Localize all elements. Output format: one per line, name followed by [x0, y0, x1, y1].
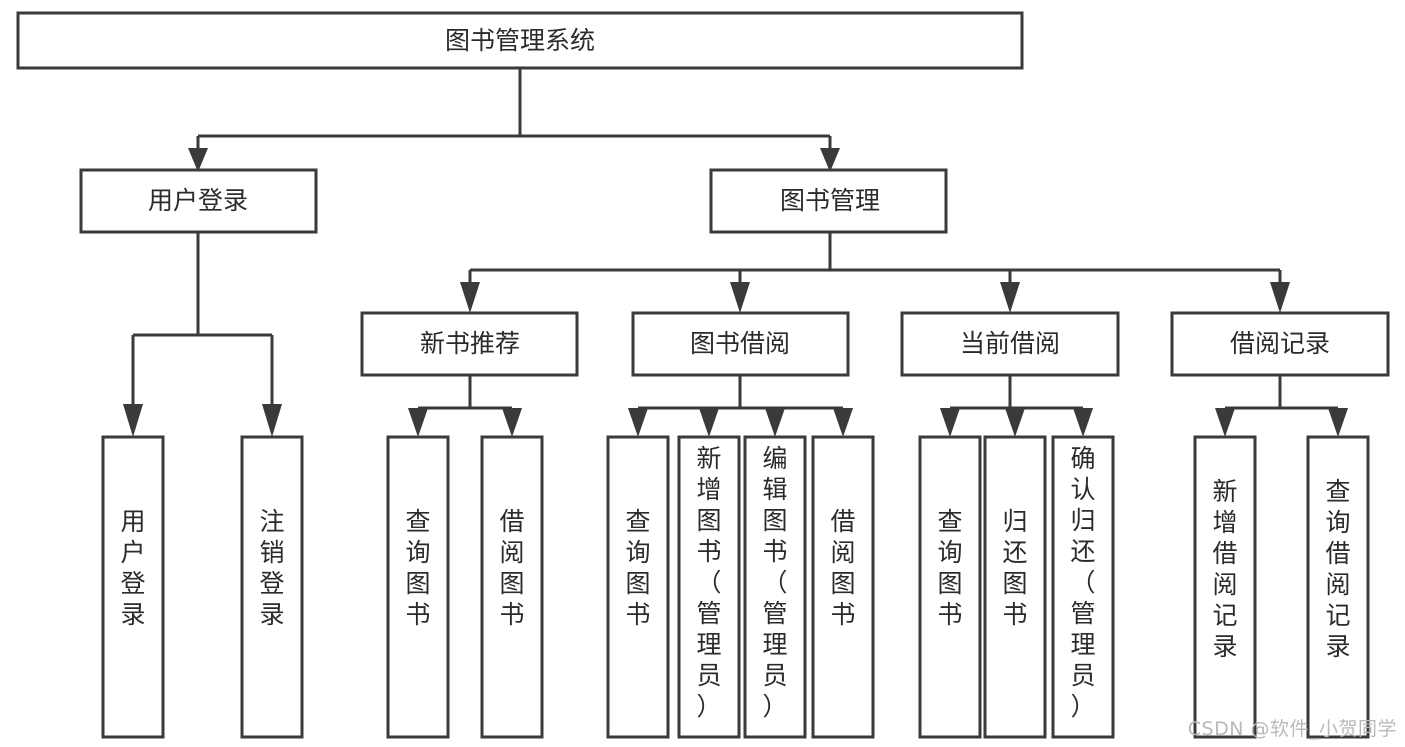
node-leaf-return-book-label: 归还图书: [1002, 507, 1027, 629]
node-leaf-borrow-book-2[interactable]: 借阅图书: [811, 435, 875, 739]
node-leaf-borrow-book-2-box[interactable]: [811, 435, 875, 739]
arrow-leaf1-icon: [123, 404, 143, 437]
node-book-manage[interactable]: 图书管理: [709, 168, 948, 234]
arrow-leaf5-icon: [628, 408, 648, 437]
node-leaf-borrow-book-1-label: 借阅图书: [499, 507, 524, 629]
arrow-leaf2-icon: [262, 404, 282, 437]
arrow-leaf4-icon: [502, 408, 522, 437]
arrow-leaf8-icon: [833, 408, 853, 437]
node-leaf-add-borrow-record-box[interactable]: [1193, 435, 1257, 739]
node-leaf-confirm-return-admin-box[interactable]: [1051, 435, 1115, 739]
arrow-leaf7-icon: [765, 408, 785, 437]
node-leaf-add-book-admin[interactable]: 新增图书（管理员）: [677, 435, 741, 739]
node-user-login-box[interactable]: [79, 168, 318, 234]
node-leaf-query-borrow-record[interactable]: 查询借阅记录: [1306, 435, 1370, 739]
node-leaf-add-book-admin-box[interactable]: [677, 435, 741, 739]
node-leaf-add-borrow-record-label: 新增借阅记录: [1212, 477, 1237, 661]
node-leaf-user-login-label: 用户登录: [120, 507, 145, 629]
node-leaf-logout-label: 注销登录: [259, 507, 284, 629]
node-new-book-rec-label: 新书推荐: [420, 329, 520, 358]
arrow-leaf10-icon: [1005, 408, 1025, 437]
node-leaf-return-book-box[interactable]: [983, 435, 1047, 739]
node-leaf-borrow-book-1[interactable]: 借阅图书: [480, 435, 544, 739]
arrow-to-current-borrow-icon: [1000, 282, 1020, 313]
arrow-leaf11-icon: [1073, 408, 1093, 437]
edge-layer: [123, 68, 1348, 437]
node-leaf-query-book-1-label: 查询图书: [405, 507, 430, 629]
node-leaf-borrow-book-2-label: 借阅图书: [830, 507, 855, 629]
arrow-to-book-borrow-icon: [730, 282, 750, 313]
arrow-to-borrow-record-icon: [1270, 282, 1290, 313]
node-leaf-confirm-return-admin-label: 确认归还（管理员）: [1070, 444, 1095, 721]
node-leaf-return-book[interactable]: 归还图书: [983, 435, 1047, 739]
node-root[interactable]: 图书管理系统: [16, 11, 1024, 70]
node-leaf-query-book-3-label: 查询图书: [937, 507, 962, 629]
arrow-leaf12-icon: [1215, 408, 1235, 437]
node-leaf-confirm-return-admin[interactable]: 确认归还（管理员）: [1051, 435, 1115, 739]
node-new-book-rec[interactable]: 新书推荐: [360, 311, 579, 377]
arrow-leaf6-icon: [699, 408, 719, 437]
arrow-leaf9-icon: [940, 408, 960, 437]
node-leaf-query-book-2-box[interactable]: [606, 435, 670, 739]
node-leaf-edit-book-admin[interactable]: 编辑图书（管理员）: [743, 435, 807, 739]
node-leaf-query-book-2[interactable]: 查询图书: [606, 435, 670, 739]
arrow-root-to-user-login-icon: [188, 148, 208, 172]
node-leaf-query-book-3[interactable]: 查询图书: [918, 435, 982, 739]
node-leaf-query-borrow-record-box[interactable]: [1306, 435, 1370, 739]
arrow-root-to-book-manage-icon: [820, 148, 840, 172]
node-borrow-record-label: 借阅记录: [1230, 329, 1330, 358]
node-current-borrow-box[interactable]: [900, 311, 1120, 377]
node-leaf-user-login[interactable]: 用户登录: [101, 435, 165, 739]
node-book-borrow-label: 图书借阅: [690, 329, 790, 358]
node-book-manage-label: 图书管理: [780, 186, 880, 215]
arrow-leaf13-icon: [1328, 408, 1348, 437]
node-leaf-query-book-1[interactable]: 查询图书: [386, 435, 450, 739]
node-leaf-edit-book-admin-box[interactable]: [743, 435, 807, 739]
node-leaf-query-book-3-box[interactable]: [918, 435, 982, 739]
node-new-book-rec-box[interactable]: [360, 311, 579, 377]
node-leaf-user-login-box[interactable]: [101, 435, 165, 739]
node-book-borrow[interactable]: 图书借阅: [631, 311, 850, 377]
arrow-to-new-book-rec-icon: [460, 282, 480, 313]
node-user-login[interactable]: 用户登录: [79, 168, 318, 234]
node-borrow-record[interactable]: 借阅记录: [1170, 311, 1390, 377]
node-leaf-borrow-book-1-box[interactable]: [480, 435, 544, 739]
node-book-manage-box[interactable]: [709, 168, 948, 234]
node-book-borrow-box[interactable]: [631, 311, 850, 377]
node-leaf-logout-box[interactable]: [240, 435, 304, 739]
node-leaf-add-borrow-record[interactable]: 新增借阅记录: [1193, 435, 1257, 739]
node-current-borrow[interactable]: 当前借阅: [900, 311, 1120, 377]
node-borrow-record-box[interactable]: [1170, 311, 1390, 377]
node-leaf-query-borrow-record-label: 查询借阅记录: [1325, 477, 1350, 661]
node-leaf-query-book-2-label: 查询图书: [625, 507, 650, 629]
node-leaf-logout[interactable]: 注销登录: [240, 435, 304, 739]
node-leaf-edit-book-admin-label: 编辑图书（管理员）: [762, 444, 787, 721]
arrow-leaf3-icon: [408, 408, 428, 437]
node-user-login-label: 用户登录: [148, 186, 248, 215]
node-leaf-add-book-admin-label: 新增图书（管理员）: [696, 444, 721, 721]
node-root-box[interactable]: [16, 11, 1024, 70]
node-current-borrow-label: 当前借阅: [960, 329, 1060, 358]
node-leaf-query-book-1-box[interactable]: [386, 435, 450, 739]
node-root-label: 图书管理系统: [445, 26, 595, 55]
